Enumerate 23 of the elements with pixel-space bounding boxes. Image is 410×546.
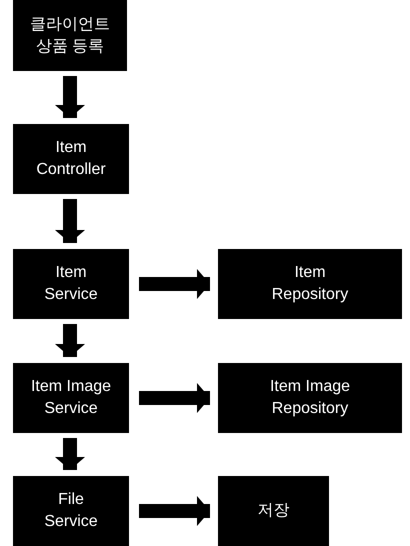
box-label: Item Image Service xyxy=(30,377,112,419)
arrow xyxy=(55,324,85,357)
process-box xyxy=(218,249,402,319)
box-label: Item Service xyxy=(43,263,99,305)
box-label: Item Repository xyxy=(270,263,350,305)
process-box xyxy=(13,363,129,433)
process-box xyxy=(218,363,402,433)
process-box xyxy=(13,124,129,194)
process-box xyxy=(13,249,129,319)
box-label: 저장 xyxy=(258,501,290,521)
arrow xyxy=(55,199,85,243)
arrow xyxy=(139,496,210,526)
box-label: Item Image Repository xyxy=(268,377,352,419)
box-label: Item Controller xyxy=(35,138,107,180)
box-label: 클라이언트 상품 등록 xyxy=(29,14,111,56)
box-label: File Service xyxy=(43,490,99,532)
arrow xyxy=(139,269,210,299)
arrow xyxy=(55,76,85,118)
process-box xyxy=(13,476,129,546)
process-box xyxy=(218,476,329,546)
arrow xyxy=(55,438,85,470)
arrow xyxy=(139,383,210,413)
process-box xyxy=(13,0,127,71)
